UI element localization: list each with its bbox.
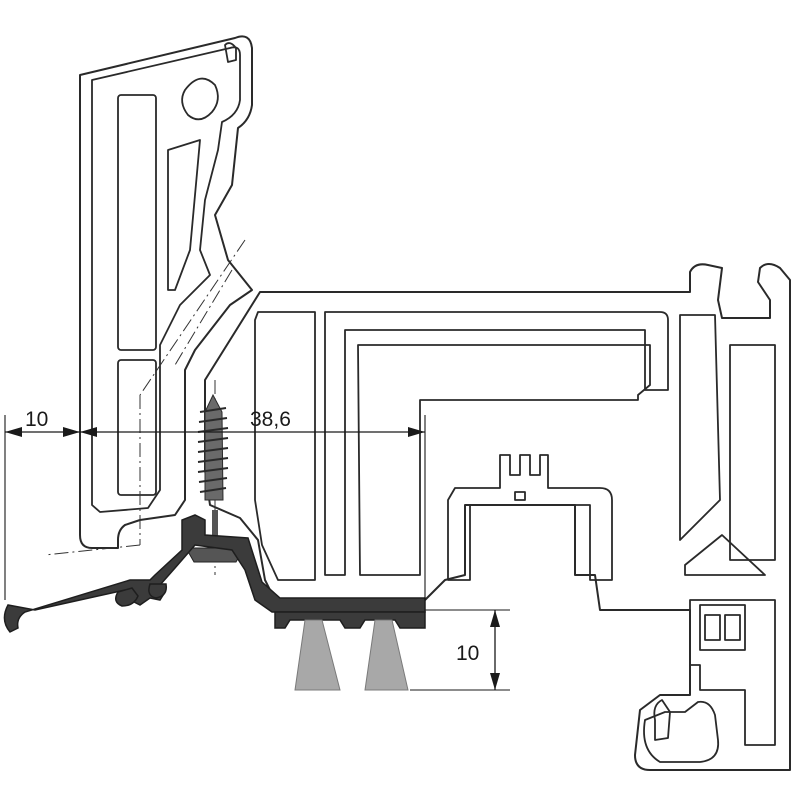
dimension-label-width: 38,6 xyxy=(250,408,291,431)
brush-seal-right xyxy=(364,619,409,691)
sash-profile xyxy=(79,35,253,549)
frame-profile xyxy=(204,263,791,771)
dimension-width: 38,6 xyxy=(80,408,426,600)
dimension-label-brush-height: 10 xyxy=(456,642,479,665)
drip-gasket xyxy=(3,514,426,633)
brush-seal-left xyxy=(294,619,341,691)
brush-seals xyxy=(274,611,426,691)
dimension-left-offset: 10 xyxy=(4,408,80,600)
dimension-brush-height: 10 xyxy=(410,609,510,691)
screw-icon xyxy=(185,393,245,563)
dimension-label-left: 10 xyxy=(25,408,48,431)
